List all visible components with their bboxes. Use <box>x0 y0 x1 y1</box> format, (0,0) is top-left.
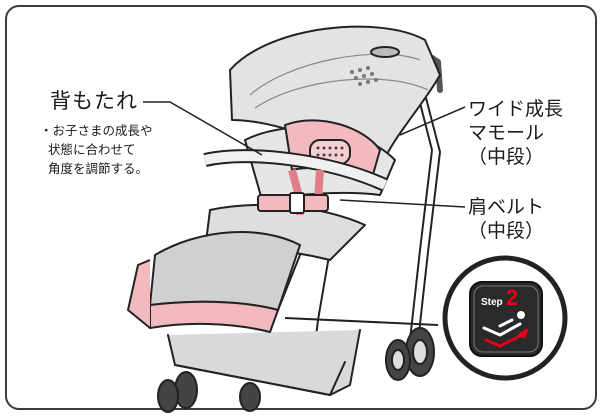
wheels <box>157 327 435 413</box>
backrest-note-line: ・お子さまの成長や <box>40 123 153 138</box>
leader-backrest <box>143 101 263 156</box>
reclined-seat-icon <box>482 311 529 348</box>
leader-lines <box>143 101 466 326</box>
canopy <box>229 25 441 171</box>
backrest-note-line: 角度を調節する。 <box>48 161 149 176</box>
shoulder-belt-label: 肩ベルト （中段） <box>468 195 544 243</box>
leader-wide-mall <box>399 106 466 136</box>
backrest-note: ・お子さまの成長や 状態に合わせて 角度を調節する。 <box>40 121 153 178</box>
leader-step <box>284 317 439 326</box>
shoulder-belt-line: （中段） <box>468 220 545 242</box>
wide-mall-label: ワイド成長 マモール （中段） <box>468 97 563 169</box>
shoulder-belt-line: 肩ベルト <box>468 196 545 218</box>
wide-mall-line: マモール <box>468 122 545 144</box>
step-number: 2 <box>506 285 519 310</box>
wide-mall-line: （中段） <box>468 146 545 168</box>
backrest-note-line: 状態に合わせて <box>48 142 136 157</box>
seat <box>127 119 396 333</box>
leader-shoulder-belt <box>339 199 466 208</box>
wide-mall-line: ワイド成長 <box>468 98 564 120</box>
backrest-title: 背もたれ <box>50 89 138 113</box>
step-badge <box>442 255 568 381</box>
step-word: Step <box>481 297 503 308</box>
